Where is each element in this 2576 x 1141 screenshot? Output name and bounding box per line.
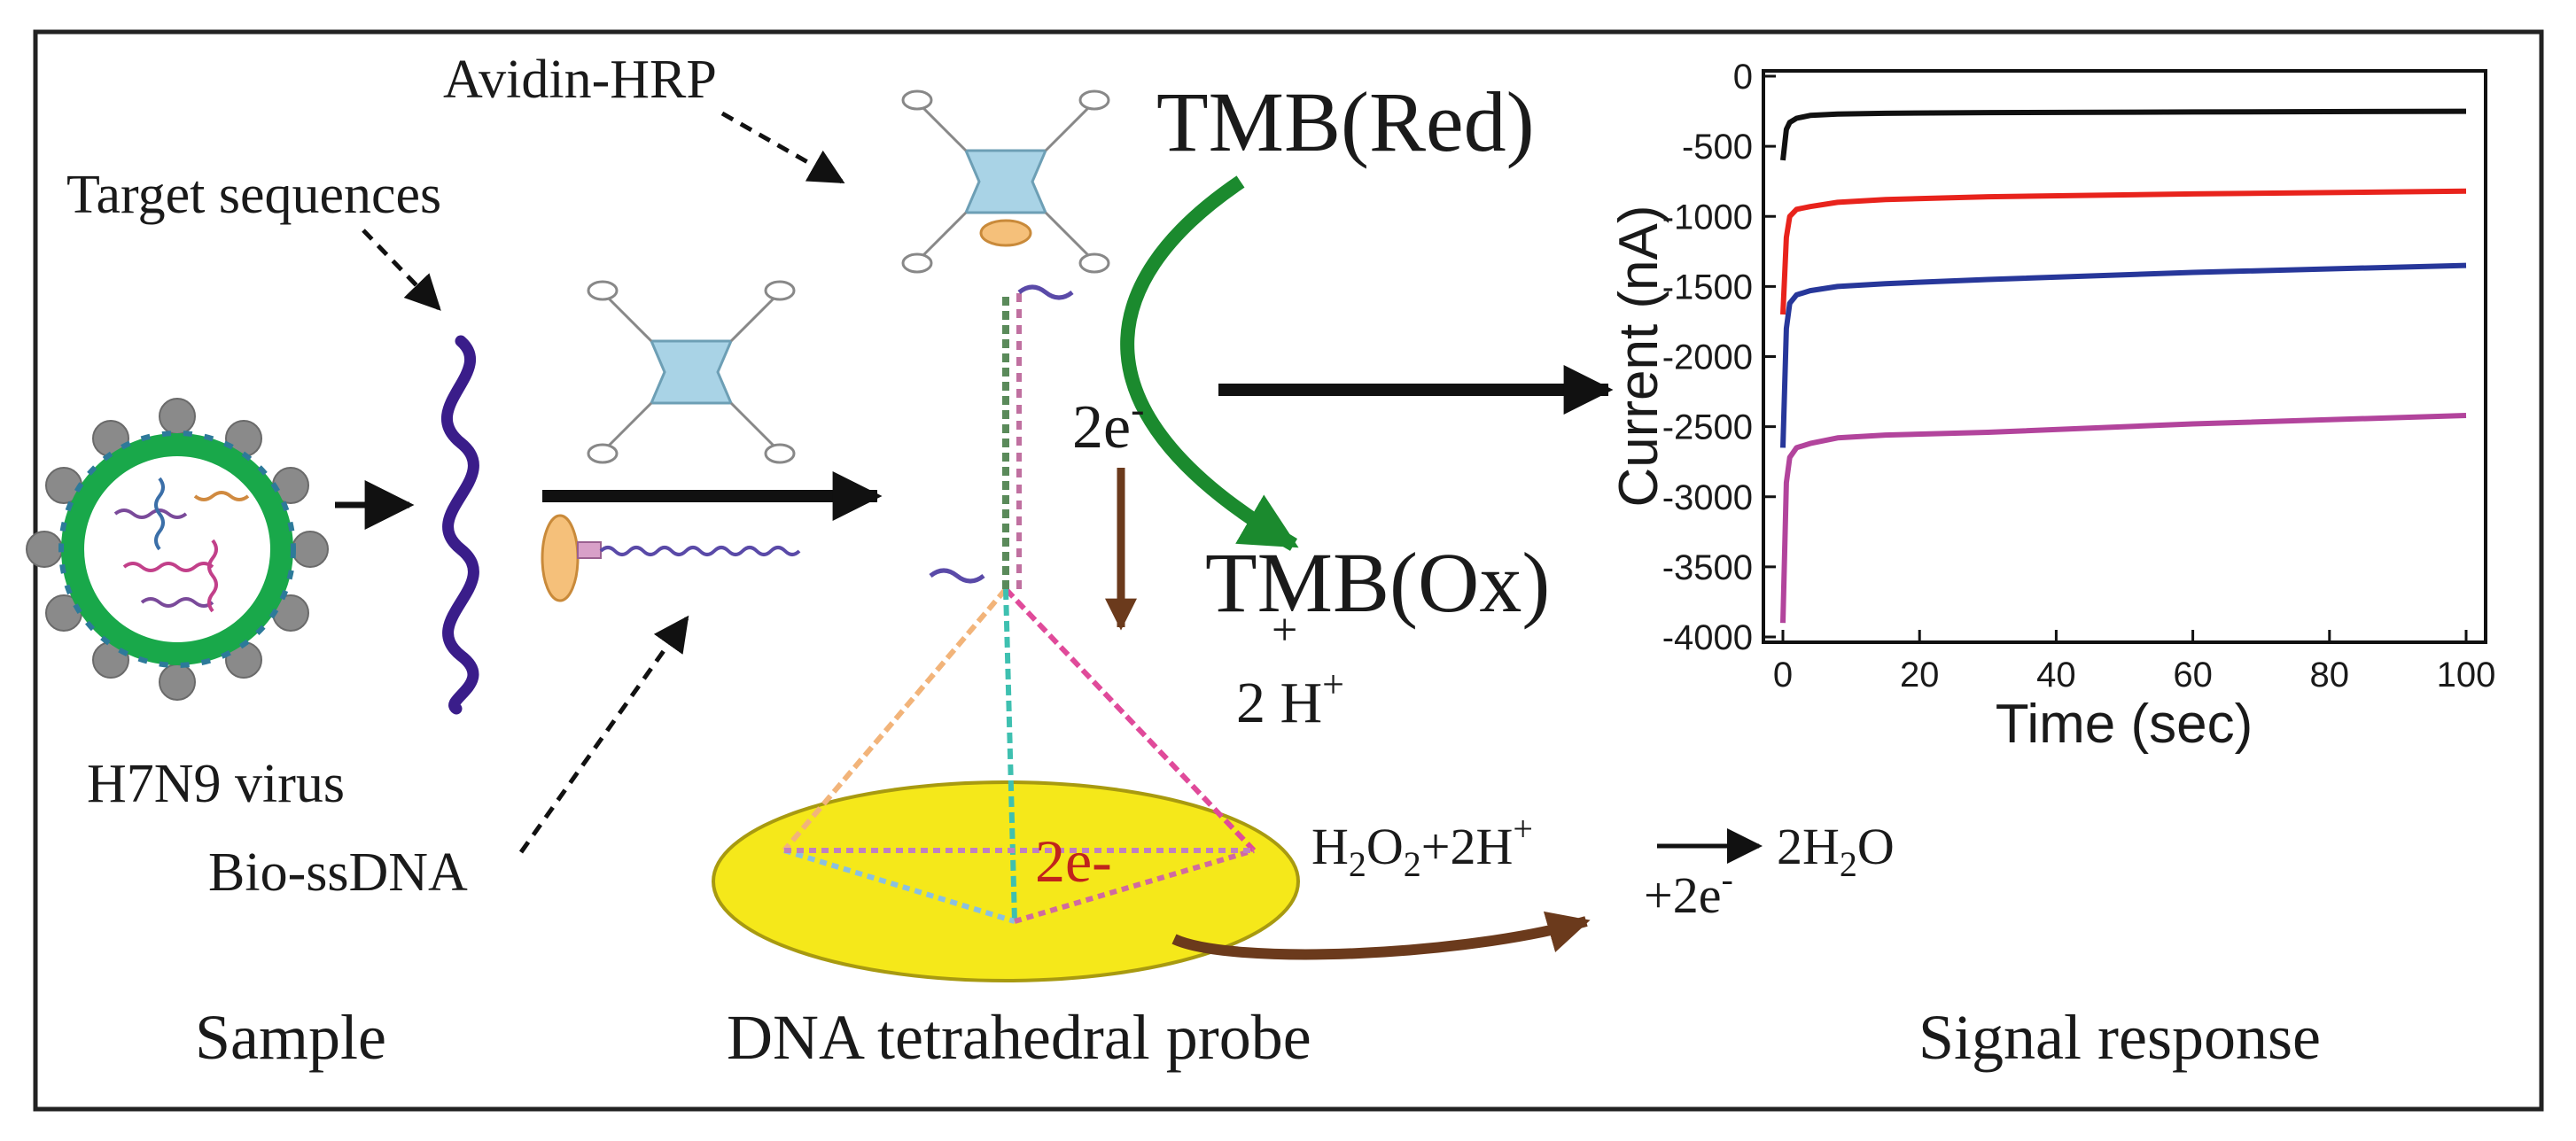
electrode-output-arrow [1171,911,1591,960]
bio-ssdna-pointer [518,615,689,854]
tmb-red-label: TMB(Red) [1156,74,1535,169]
probe-section-label: DNA tetrahedral probe [727,1002,1311,1073]
x-axis-ticks: 0 20 40 60 80 100 [1773,630,2496,695]
protons-label: 2 H+ [1236,663,1344,735]
target-sequences-label: Target sequences [66,165,441,225]
h2o-product-label: 2H2O [1777,818,1895,884]
y-tick-label: -4000 [1662,618,1753,657]
x-tick-label: 60 [2173,656,2213,695]
avidin-hrp-bound-icon [901,89,1110,274]
x-tick-label: 100 [2437,656,2496,695]
electrons-top-label: 2e- [1072,386,1144,462]
surface-electrons-label: 2e- [1035,827,1112,895]
y-tick-label: -1500 [1662,268,1753,307]
sample-section-label: Sample [195,1002,386,1073]
y-tick-label: -3500 [1662,548,1753,587]
x-tick-label: 20 [1900,656,1940,695]
dna-tetrahedron [782,284,1257,924]
bio-ssdna-icon [541,514,801,602]
h2o2-equation-left: H2O2+2H+ [1311,809,1533,884]
y-tick-label: -2500 [1662,408,1753,447]
tmb-ox-label: TMB(Ox) [1205,535,1550,630]
target-sequence-strand [441,335,479,715]
plus-sign: + [1272,605,1297,656]
x-tick-label: 0 [1773,656,1793,695]
h2o2-catalyst-label: +2e- [1644,859,1733,924]
y-tick-label: 0 [1733,58,1753,97]
y-tick-label: -1000 [1662,198,1753,237]
avidin-hrp-pointer [720,111,845,184]
target-sequences-pointer [362,229,441,311]
current-time-chart: 0 -500 -1000 -1500 -2000 -2500 -3000 -3500 -4000… [1608,58,2495,755]
chart-series [1780,108,2467,624]
h7n9-virus-icon [26,398,329,701]
y-tick-label: -500 [1682,128,1753,167]
series-line-4 [1780,413,2467,624]
avidin-hrp-label: Avidin-HRP [443,50,717,110]
h7n9-virus-label: H7N9 virus [87,754,345,814]
plot-frame [1762,69,2487,644]
x-tick-label: 80 [2310,656,2350,695]
green-reaction-arrow [1120,175,1299,551]
x-tick-label: 40 [2036,656,2076,695]
y-tick-label: -2000 [1662,338,1753,377]
series-line-1 [1780,108,2467,161]
y-axis-label: Current (nA) [1608,205,1669,507]
y-tick-label: -3000 [1662,478,1753,517]
bio-ssdna-label: Bio-ssDNA [208,842,468,903]
electrode-surface [712,780,1300,982]
series-line-3 [1780,262,2467,448]
signal-section-label: Signal response [1918,1002,2321,1073]
y-axis-ticks: 0 -500 -1000 -1500 -2000 -2500 -3000 -3500 -4000 [1662,58,1776,657]
x-axis-label: Time (sec) [1996,694,2253,755]
series-line-2 [1780,188,2467,315]
figure-frame [33,29,2544,1112]
avidin-hrp-free-icon [587,280,796,464]
